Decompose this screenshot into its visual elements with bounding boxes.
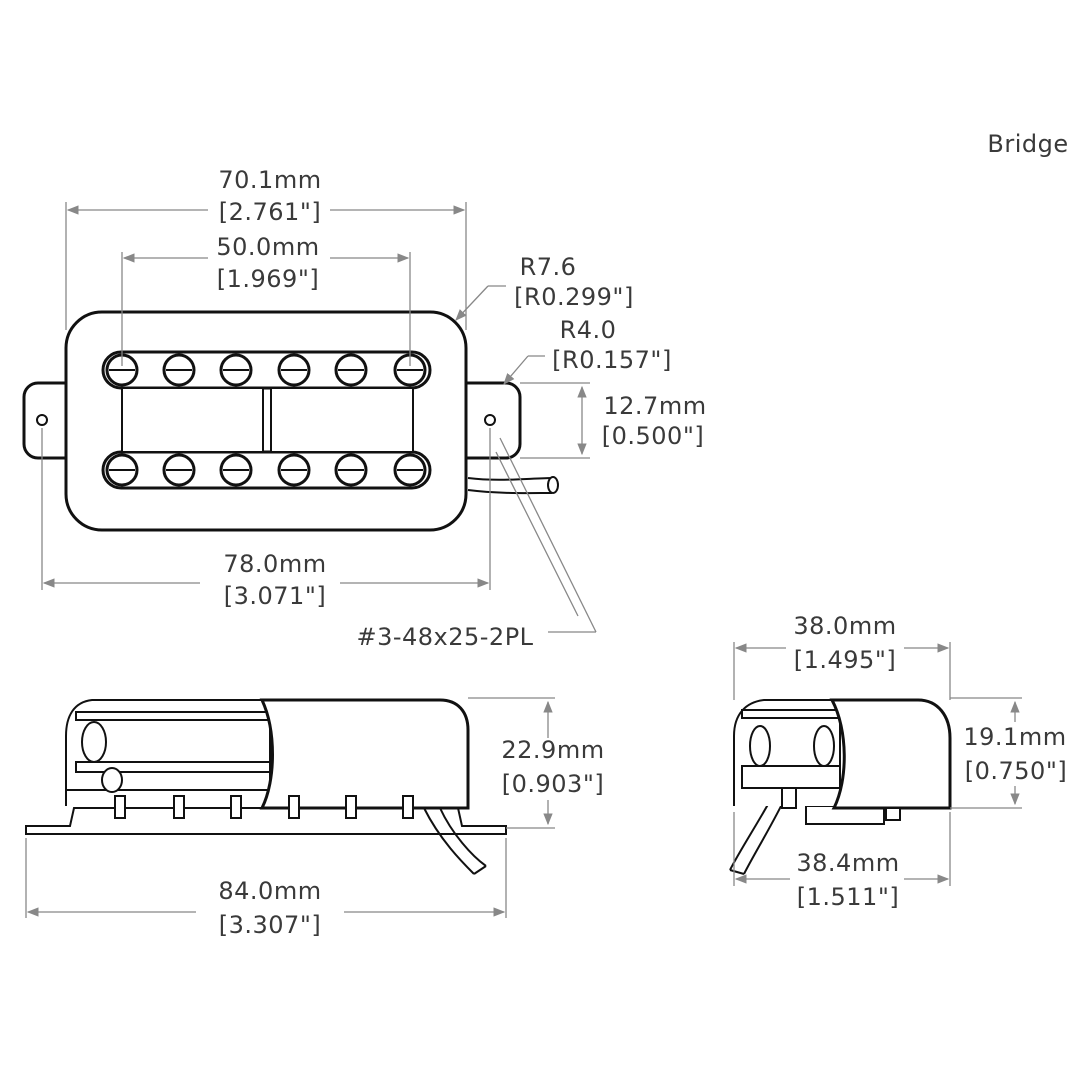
mount-hole-left [36,414,48,426]
dim-tab-height-mm: 12.7mm [603,392,706,420]
dim-end-height-mm: 19.1mm [963,723,1066,751]
side-screw [402,795,414,819]
leader-screw [499,437,597,633]
view-title: Bridge [987,130,1068,158]
dim-cover-width-mm: 70.1mm [218,166,321,194]
leader-tab-radius [503,355,529,385]
side-screw [288,795,300,819]
end-view: 38.0mm [1.495"] 19.1mm [0.750"] 38.4mm [… [729,612,1067,911]
end-cover [829,698,952,810]
dim-side-height-mm: 22.9mm [501,736,604,764]
mount-hole-right [484,414,496,426]
dim-base-depth-inch: [1.511"] [797,883,899,911]
top-view: 70.1mm [2.761"] 50.0mm [1.969"] R7.6 [R0… [22,166,706,651]
lead-wire-top [467,477,556,481]
side-cover [259,698,470,810]
dim-side-height-inch: [0.903"] [502,770,604,798]
side-view: 22.9mm [0.903"] 84.0mm [3.307"] [25,697,604,939]
pole-screws-top [105,353,427,387]
dim-overall-length-mm: 84.0mm [218,877,321,905]
dim-corner-radius-mm: R7.6 [520,253,577,281]
side-screw [114,795,126,819]
side-baseplate [25,807,507,835]
side-pole-screws [114,795,414,819]
dim-pole-spacing-inch: [1.969"] [217,265,319,293]
lead-wire-side [423,807,475,875]
bobbin-left [121,387,264,453]
dim-mount-spacing-inch: [3.071"] [224,582,326,610]
side-screw [173,795,185,819]
screw-spec-label: #3-48x25-2PL [356,623,533,651]
dim-cover-width-inch: [2.761"] [219,198,321,226]
dim-corner-radius-inch: [R0.299"] [514,283,634,311]
dim-cover-depth-mm: 38.0mm [793,612,896,640]
dim-tab-radius-inch: [R0.157"] [552,346,672,374]
dim-tab-radius-mm: R4.0 [560,316,617,344]
dim-mount-spacing-mm: 78.0mm [223,550,326,578]
side-screw [230,795,242,819]
dim-base-depth-mm: 38.4mm [796,849,899,877]
dim-pole-spacing-mm: 50.0mm [216,233,319,261]
leader-corner-radius [455,285,489,321]
pole-row-bottom [101,450,432,490]
dim-end-height-inch: [0.750"] [965,757,1067,785]
pole-screws-bottom [105,453,427,487]
dim-tab-height-inch: [0.500"] [602,422,704,450]
dim-overall-length-inch: [3.307"] [219,911,321,939]
dim-cover-depth-inch: [1.495"] [794,646,896,674]
side-screw [345,795,357,819]
pole-row-top [101,350,432,390]
bobbin-right [270,387,414,453]
